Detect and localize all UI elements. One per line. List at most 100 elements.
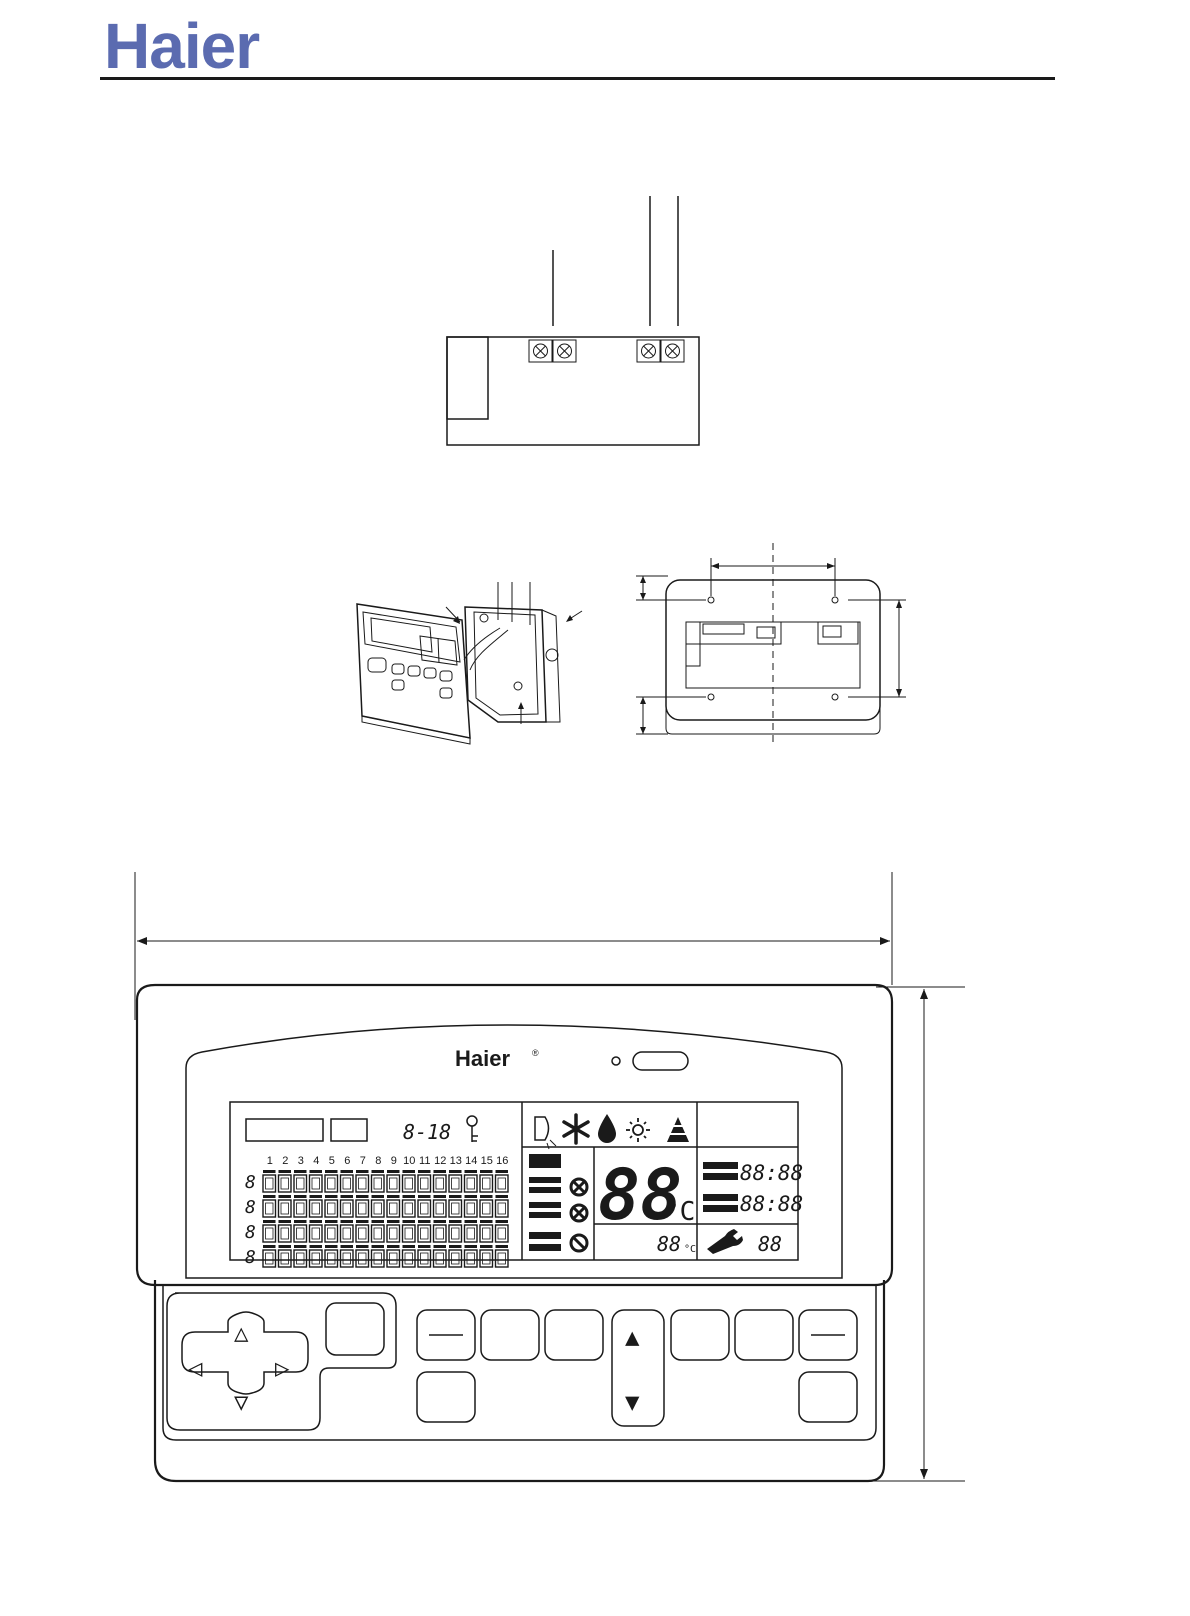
lcd-cell-inner bbox=[405, 1203, 413, 1214]
lcd-cell bbox=[387, 1200, 400, 1217]
lcd-cell-bar bbox=[465, 1220, 478, 1223]
lcd-cell bbox=[403, 1200, 416, 1217]
height-arrow-bottom bbox=[920, 1469, 928, 1479]
lcd-cell-inner bbox=[328, 1178, 336, 1189]
controller-front-view: Haier ® 8-18 12345678910111213141516 888… bbox=[135, 872, 965, 1481]
temp-up-button[interactable]: ▲ bbox=[625, 1323, 640, 1351]
lcd-cell bbox=[356, 1200, 369, 1217]
lcd-cell-bar bbox=[403, 1220, 416, 1223]
lcd-cell bbox=[372, 1225, 385, 1242]
lcd-cell-inner bbox=[436, 1253, 444, 1264]
lcd-cell-bar bbox=[449, 1220, 462, 1223]
controller-logo: Haier bbox=[455, 1046, 510, 1071]
function-button-5[interactable] bbox=[735, 1310, 793, 1360]
lcd-cell bbox=[480, 1225, 493, 1242]
lcd-cell-inner bbox=[266, 1203, 274, 1214]
height-arrow-top bbox=[920, 989, 928, 999]
lcd-cell-inner bbox=[390, 1178, 398, 1189]
lcd-cell-bar bbox=[449, 1170, 462, 1173]
nav-right-button[interactable]: ▷ bbox=[275, 1354, 290, 1382]
lcd-column-number: 11 bbox=[419, 1155, 430, 1167]
lcd-cell bbox=[418, 1250, 431, 1267]
lcd-cell-inner bbox=[421, 1253, 429, 1264]
lcd-cell bbox=[496, 1200, 509, 1217]
lcd-cell-bar bbox=[263, 1195, 276, 1198]
lcd-cell bbox=[480, 1175, 493, 1192]
lcd-cell-inner bbox=[452, 1203, 460, 1214]
lcd-cell-inner bbox=[297, 1203, 305, 1214]
lcd-cell bbox=[465, 1225, 478, 1242]
lcd-cell bbox=[310, 1225, 323, 1242]
lcd-cell bbox=[434, 1225, 447, 1242]
function-button-7[interactable] bbox=[799, 1372, 857, 1422]
lcd-cell-bar bbox=[263, 1170, 276, 1173]
lcd-cell bbox=[372, 1200, 385, 1217]
lcd-cell-inner bbox=[405, 1178, 413, 1189]
lcd-cell-inner bbox=[436, 1228, 444, 1239]
lcd-cell bbox=[294, 1250, 307, 1267]
key-icon bbox=[467, 1116, 478, 1142]
mount-hole-tr bbox=[832, 597, 838, 603]
function-button-4[interactable] bbox=[671, 1310, 729, 1360]
lcd-cell bbox=[387, 1250, 400, 1267]
lcd-cell-bar bbox=[325, 1245, 338, 1248]
width-arrow-right bbox=[880, 937, 890, 945]
lcd-segment-box-small bbox=[331, 1119, 367, 1141]
lcd-cell-inner bbox=[359, 1253, 367, 1264]
lcd-cell-inner bbox=[359, 1203, 367, 1214]
lcd-cell-inner bbox=[281, 1178, 289, 1189]
lcd-cell-bar bbox=[434, 1170, 447, 1173]
lcd-cell-bar bbox=[496, 1170, 509, 1173]
fan-bar-1 bbox=[529, 1154, 561, 1168]
lcd-cell-bar bbox=[387, 1220, 400, 1223]
lcd-cell-inner bbox=[452, 1228, 460, 1239]
function-button-6[interactable] bbox=[417, 1372, 475, 1422]
lcd-cell bbox=[403, 1175, 416, 1192]
lcd-cell-inner bbox=[359, 1228, 367, 1239]
terminal-board-inset bbox=[447, 337, 488, 419]
lcd-cell-inner bbox=[467, 1253, 475, 1264]
lcd-cell-bar bbox=[341, 1170, 354, 1173]
lcd-cell-inner bbox=[266, 1178, 274, 1189]
lcd-cell bbox=[356, 1175, 369, 1192]
fan-icon bbox=[571, 1205, 587, 1221]
mount-hole-bl bbox=[708, 694, 714, 700]
lcd-cell bbox=[418, 1225, 431, 1242]
temp-down-button[interactable]: ▼ bbox=[625, 1388, 640, 1416]
lcd-cell-bar bbox=[403, 1195, 416, 1198]
lcd-column-number: 6 bbox=[344, 1155, 350, 1167]
lcd-cell bbox=[449, 1175, 462, 1192]
lcd-cell-bar bbox=[480, 1245, 493, 1248]
lcd-cell-bar bbox=[279, 1170, 292, 1173]
nav-down-button[interactable]: ▽ bbox=[234, 1388, 249, 1416]
lcd-cell bbox=[465, 1175, 478, 1192]
function-button-1[interactable] bbox=[326, 1303, 384, 1355]
lcd-cell-bar bbox=[310, 1245, 323, 1248]
lcd-small-temperature: 88 bbox=[657, 1232, 681, 1256]
function-button-3[interactable] bbox=[545, 1310, 603, 1360]
lcd-cell bbox=[341, 1225, 354, 1242]
back-plate-view bbox=[636, 543, 906, 742]
lcd-cell bbox=[387, 1175, 400, 1192]
lcd-cell-inner bbox=[467, 1178, 475, 1189]
lcd-column-number: 9 bbox=[391, 1155, 397, 1167]
lcd-cell-inner bbox=[343, 1178, 351, 1189]
lcd-cell-inner bbox=[467, 1203, 475, 1214]
lcd-cell-bar bbox=[418, 1245, 431, 1248]
lcd-column-number: 7 bbox=[360, 1155, 366, 1167]
lcd-cell-inner bbox=[498, 1253, 506, 1264]
lcd-column-number: 8 bbox=[375, 1155, 381, 1167]
lcd-cell bbox=[372, 1175, 385, 1192]
lcd-cell-inner bbox=[328, 1228, 336, 1239]
lcd-cell-inner bbox=[328, 1203, 336, 1214]
nav-up-button[interactable]: △ bbox=[234, 1319, 249, 1347]
lcd-cell-bar bbox=[263, 1245, 276, 1248]
lcd-cell-bar bbox=[310, 1220, 323, 1223]
lcd-cell-inner bbox=[405, 1253, 413, 1264]
lcd-cell-inner bbox=[374, 1253, 382, 1264]
nav-left-button[interactable]: ◁ bbox=[188, 1354, 203, 1382]
lcd-cell bbox=[325, 1225, 338, 1242]
lcd-cell-bar bbox=[310, 1195, 323, 1198]
lcd-cell-inner bbox=[483, 1178, 491, 1189]
function-button-2[interactable] bbox=[481, 1310, 539, 1360]
